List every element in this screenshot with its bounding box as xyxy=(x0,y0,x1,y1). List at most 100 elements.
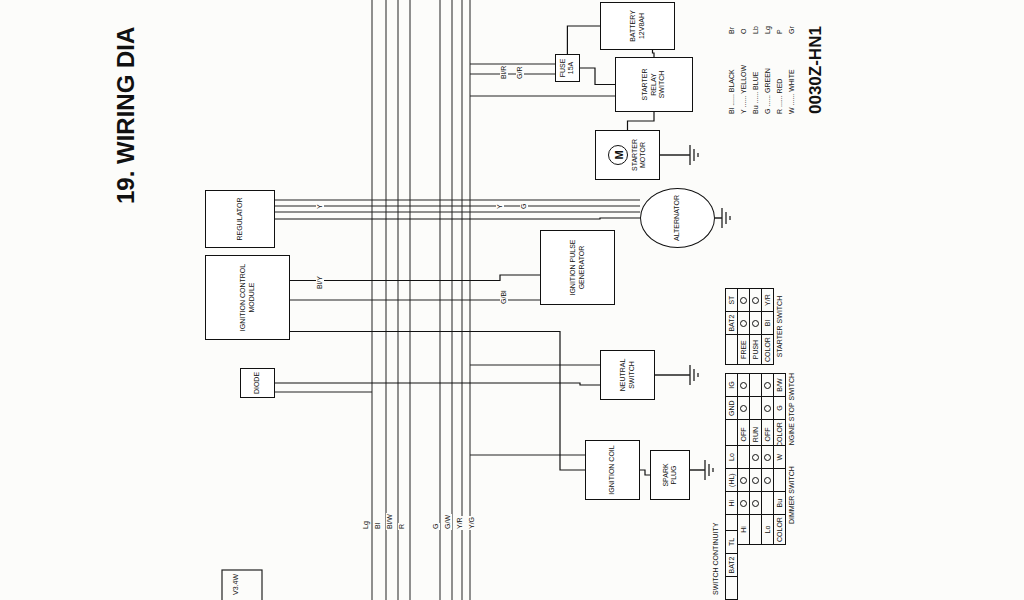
table-cell xyxy=(762,469,774,492)
wire-connector xyxy=(275,218,640,219)
color-key: Bu ...... BLUE xyxy=(752,71,760,115)
table-cell: Bl xyxy=(762,312,774,335)
table-row: OFF xyxy=(738,374,750,450)
table-text: OFF xyxy=(764,428,771,442)
wire-color: G xyxy=(432,523,440,530)
table-cell xyxy=(726,577,738,600)
table-text: BAT2 xyxy=(728,315,735,332)
table-text: Bl xyxy=(764,320,771,326)
color-key: R ...... RED xyxy=(776,78,784,115)
color-key: Bl ...... BLACK xyxy=(728,68,736,115)
switch-contact xyxy=(740,500,747,507)
wire-connector xyxy=(567,26,600,54)
table-cell: BAT2 xyxy=(726,554,738,577)
module-box: IGNITION CONTROL MODULE xyxy=(205,255,290,340)
table-cell xyxy=(750,515,762,545)
table-cell: ST xyxy=(726,289,738,312)
switch-box: NEUTRAL SWITCH xyxy=(600,350,655,400)
table-text: COLOR xyxy=(776,422,783,447)
switch-table: BAT2TL xyxy=(725,530,738,600)
continuity-grid: BAT2 ST FREEPUSHCOLOR Bl Y/R xyxy=(725,288,774,365)
table-row: COLOR Bl Y/R xyxy=(762,289,774,365)
table-cell: W xyxy=(774,446,786,469)
wire-color: Bl/R xyxy=(500,65,508,80)
indicator-lamp xyxy=(222,570,262,600)
table-cell: Lo xyxy=(762,515,774,545)
table-cell xyxy=(762,446,774,469)
table-text: W xyxy=(776,454,783,461)
wire-color: Bl/Y xyxy=(316,275,324,290)
color-key: W ...... WHITE xyxy=(788,68,796,115)
switch-contact xyxy=(740,382,747,389)
table-text: Lo xyxy=(764,526,771,534)
switch-contact xyxy=(752,297,759,304)
switch-contact xyxy=(740,297,747,304)
table-cell: (HL) xyxy=(726,469,738,492)
table-cell xyxy=(762,397,774,420)
table-text: COLOR xyxy=(776,517,783,542)
component-label: NEUTRAL SWITCH xyxy=(619,354,636,396)
color-key: O xyxy=(740,28,748,35)
table-cell xyxy=(738,446,750,469)
table-text: Lo xyxy=(728,453,735,461)
table-cell xyxy=(774,469,786,492)
table-text: Bu xyxy=(776,499,783,508)
wire-color: Lg xyxy=(362,520,370,530)
table-text: G xyxy=(776,405,783,410)
table-cell: PUSH xyxy=(750,335,762,365)
wire-color: Y/R xyxy=(456,516,464,530)
table-text: (HL) xyxy=(728,473,735,487)
wire-color: G/R xyxy=(516,66,524,80)
switch-contact xyxy=(764,454,771,461)
component-label: FUSE 15A xyxy=(559,58,576,78)
component-label: SPARK PLUG xyxy=(662,454,679,496)
table-title: DIMMER SWITCH xyxy=(788,466,795,524)
table-text: COLOR xyxy=(764,337,771,362)
part-code: 0030Z-HN1 xyxy=(806,25,826,115)
switch-contact xyxy=(740,405,747,412)
table-cell: FREE xyxy=(738,335,750,365)
table-row: FREE xyxy=(738,289,750,365)
switch-contact xyxy=(764,405,771,412)
table-text: Y/R xyxy=(764,294,771,306)
wire-color: Bl/W xyxy=(386,513,394,530)
table-caption: STARTER SWITCH xyxy=(776,288,783,365)
diagram-title: 19. WIRING DIA xyxy=(112,26,141,205)
table-cell: Y/R xyxy=(762,289,774,312)
table-cell: IG xyxy=(726,374,738,397)
battery-box: BATTERY12V8AH xyxy=(600,2,675,50)
table-cell xyxy=(762,374,774,397)
table-text: RUN xyxy=(752,427,759,442)
table-row xyxy=(750,446,762,545)
switch-contact xyxy=(740,320,747,327)
motor-symbol: M xyxy=(608,145,628,165)
table-row: OFF xyxy=(762,374,774,450)
table-cell xyxy=(750,469,762,492)
table-text: IG xyxy=(728,381,735,388)
table-cell: COLOR xyxy=(762,335,774,365)
table-cell xyxy=(750,374,762,397)
table-cell xyxy=(762,492,774,515)
switch-contact xyxy=(752,320,759,327)
continuity-grid: BAT2TL xyxy=(725,530,738,600)
relay-box: STARTER RELAY SWITCH xyxy=(615,57,693,112)
table-text: FREE xyxy=(740,340,747,359)
component-label: IGNITION PULSE GENERATOR xyxy=(569,234,586,301)
component-label: DIODE xyxy=(253,372,261,394)
table-cell: Hi xyxy=(738,515,750,545)
component-label: STARTER RELAY SWITCH xyxy=(641,61,666,108)
table-cell xyxy=(738,374,750,397)
table-cell: Bu xyxy=(774,492,786,515)
table-cell xyxy=(750,312,762,335)
wire-color: Bl xyxy=(374,522,382,530)
pulse-generator-box: IGNITION PULSE GENERATOR xyxy=(540,230,615,305)
note-label: V3.4W xyxy=(232,573,240,596)
component-label: BATTERY xyxy=(629,10,637,42)
wire-color: Y/G xyxy=(468,516,476,530)
table-cell: Lo xyxy=(726,446,738,469)
table-cell: COLOR xyxy=(774,515,786,545)
table-cell xyxy=(738,289,750,312)
